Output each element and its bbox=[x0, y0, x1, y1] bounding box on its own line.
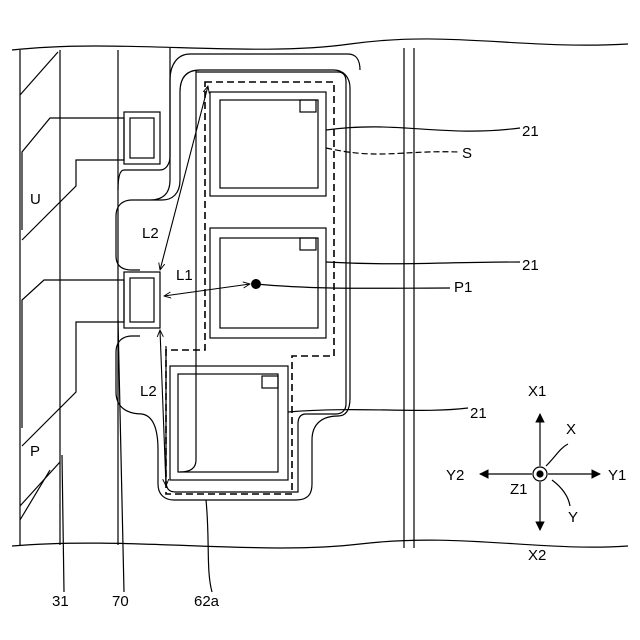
arrow-l2-bottom bbox=[160, 330, 166, 486]
axis-x: X bbox=[566, 421, 576, 438]
arrow-l1 bbox=[164, 284, 250, 296]
pad-lower bbox=[124, 272, 160, 328]
label-l1: L1 bbox=[176, 267, 193, 284]
chip-21-bottom bbox=[170, 366, 288, 480]
axis-x2: X2 bbox=[528, 547, 546, 564]
board-top-edge bbox=[12, 39, 628, 50]
label-21-mid: 21 bbox=[522, 257, 539, 274]
arrow-l2-top bbox=[160, 86, 208, 270]
chip-21-middle bbox=[210, 228, 326, 338]
label-70: 70 bbox=[112, 593, 129, 610]
axis-diagram bbox=[480, 414, 600, 530]
point-p1 bbox=[251, 279, 261, 289]
region-s-dashed bbox=[166, 82, 334, 494]
axis-y2: Y2 bbox=[446, 467, 464, 484]
outline-62a bbox=[116, 48, 350, 500]
label-l2-top: L2 bbox=[142, 225, 159, 242]
label-p: P bbox=[30, 443, 40, 460]
lead-p bbox=[22, 280, 124, 446]
axis-y: Y bbox=[568, 509, 578, 526]
axis-x1: X1 bbox=[528, 383, 546, 400]
label-u: U bbox=[30, 191, 41, 208]
axis-z1: Z1 bbox=[510, 481, 528, 498]
lead-u bbox=[22, 118, 124, 240]
label-s: S bbox=[462, 145, 472, 162]
label-l2-bottom: L2 bbox=[140, 383, 157, 400]
chip-21-top bbox=[210, 92, 326, 196]
pad-upper bbox=[124, 112, 160, 164]
label-p1: P1 bbox=[454, 279, 472, 296]
axis-y1: Y1 bbox=[608, 467, 626, 484]
label-21-top: 21 bbox=[522, 123, 539, 140]
label-62a: 62a bbox=[194, 593, 220, 610]
label-31: 31 bbox=[52, 593, 69, 610]
label-21-bot: 21 bbox=[470, 405, 487, 422]
